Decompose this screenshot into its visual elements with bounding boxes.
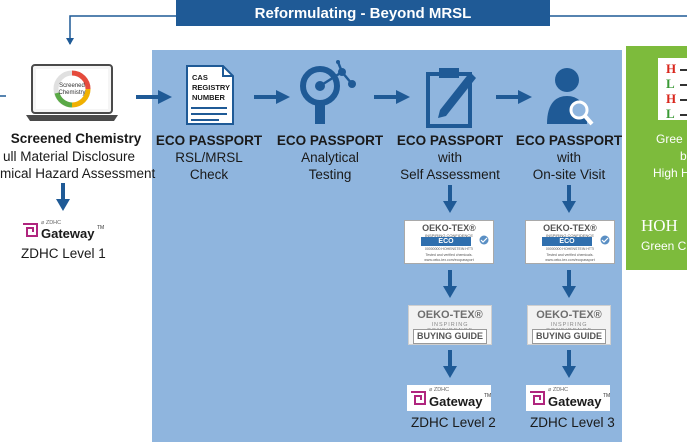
right-arrow	[374, 90, 410, 104]
down-arrow	[562, 270, 576, 298]
analysis-magnifier-icon	[300, 60, 356, 124]
screened-chemistry-title: Screened Chemistry	[10, 131, 142, 146]
green-line3: High H	[653, 166, 687, 180]
buying-guide-label: OEKO-TEX® INSPIRING CONFIDENCE BUYING GU…	[408, 305, 492, 345]
hazard-letter: L	[666, 76, 675, 91]
eco-passport-certificate: OEKO-TEX® INSPIRING CONFIDENCE ECO PASSP…	[404, 220, 494, 264]
zdhc-level-1: ZDHC Level 1	[21, 246, 106, 261]
step2-title: ECO PASSPORT	[276, 133, 384, 148]
svg-text:REGISTRY: REGISTRY	[192, 83, 230, 92]
zdhc-gateway-badge: ⌀ ZDHC Gateway TM	[526, 385, 610, 411]
step2-sub2: Testing	[308, 167, 352, 182]
down-arrow	[562, 185, 576, 213]
right-arrow	[136, 90, 172, 104]
hazard-letter: H	[666, 61, 677, 76]
cas-document-icon: CAS REGISTRY NUMBER	[186, 65, 234, 125]
right-arrow	[496, 90, 532, 104]
dash	[680, 84, 687, 86]
buying-guide-label: OEKO-TEX® INSPIRING CONFIDENCE BUYING GU…	[527, 305, 611, 345]
green-line4: Green C	[641, 239, 687, 253]
zdhc-level-2: ZDHC Level 2	[411, 415, 496, 430]
feedback-arrowhead	[66, 38, 74, 45]
hohenstein-seal-icon	[600, 235, 610, 245]
right-arrow	[254, 90, 290, 104]
gateway-logo-icon	[23, 223, 38, 237]
step1-title: ECO PASSPORT	[155, 133, 263, 148]
down-arrow	[562, 350, 576, 378]
chemical-hazard-assessment: mical Hazard Assessment	[0, 166, 156, 181]
zdhc-gateway-badge: ⌀ ZDHC Gateway TM	[407, 385, 491, 411]
hazard-rating-card	[658, 58, 687, 120]
dash	[680, 99, 687, 101]
down-arrow	[443, 185, 457, 213]
svg-text:Chemistry: Chemistry	[58, 90, 85, 96]
screen-label: Screened	[59, 83, 85, 89]
hazard-letter: H	[666, 91, 677, 106]
step3-title: ECO PASSPORT	[396, 133, 504, 148]
zdhc-level-3: ZDHC Level 3	[530, 415, 615, 430]
green-hoh: HOH	[641, 216, 678, 235]
step4-sub2: On-site Visit	[532, 167, 606, 182]
hazard-letter: L	[666, 106, 675, 121]
step2-sub1: Analytical	[301, 150, 359, 165]
svg-text:NUMBER: NUMBER	[192, 93, 225, 102]
reformulating-banner: Reformulating - Beyond MRSL	[176, 0, 550, 26]
down-arrow	[443, 270, 457, 298]
step3-sub2: Self Assessment	[400, 167, 500, 182]
zdhc-gateway-badge: ⌀ ZDHC Gateway TM	[22, 218, 104, 242]
eco-passport-certificate: OEKO-TEX® INSPIRING CONFIDENCE ECO PASSP…	[525, 220, 615, 264]
down-arrow	[443, 350, 457, 378]
feedback-line	[69, 15, 176, 44]
dash	[680, 114, 687, 116]
gateway-logo-icon	[530, 391, 545, 405]
full-material-disclosure: ull Material Disclosure	[3, 149, 136, 164]
down-arrow	[56, 183, 70, 211]
hohenstein-seal-icon	[479, 235, 489, 245]
green-line2: b	[680, 149, 687, 163]
inspector-icon	[547, 68, 594, 126]
step1-sub2: Check	[189, 167, 229, 182]
step3-sub1: with	[437, 150, 462, 165]
step4-title: ECO PASSPORT	[515, 133, 623, 148]
laptop-icon: Screened Chemistry	[26, 64, 118, 121]
dash	[680, 69, 687, 71]
clipboard-pen-icon	[426, 68, 476, 128]
gateway-logo-icon	[411, 391, 426, 405]
svg-text:CAS: CAS	[192, 73, 208, 82]
step1-sub1: RSL/MRSL	[175, 150, 243, 165]
step4-sub1: with	[556, 150, 581, 165]
green-line1: Gree	[656, 132, 683, 146]
